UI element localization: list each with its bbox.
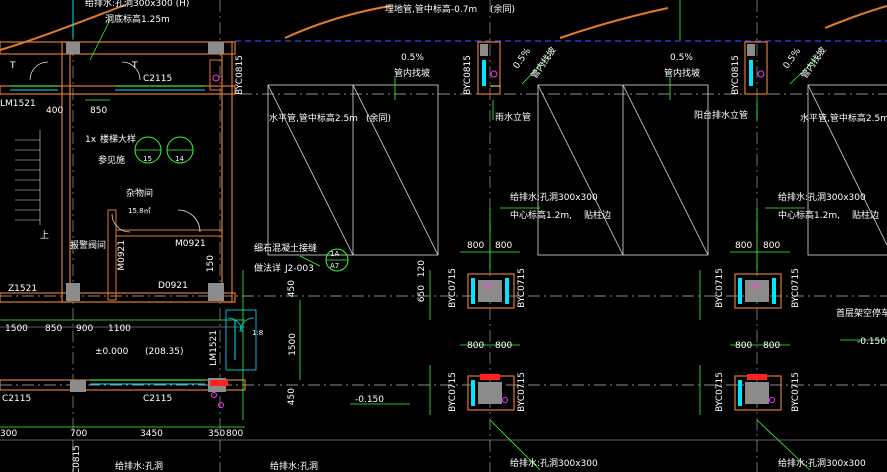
dim-800-a: 800 (467, 241, 485, 251)
dim-400: 400 (46, 106, 64, 116)
label-hole-2-center: 中心标高1.2m, (778, 211, 840, 221)
dim-450-b: 450 (287, 388, 297, 406)
label-top-mid-pipe: 埋地管,管中标高-0.7m (385, 5, 478, 15)
label-rain-riser: 雨水立管 (495, 113, 532, 123)
dim-1500-vertical: 1500 (288, 333, 298, 356)
label-balcony-riser: 阳台排水立管 (694, 111, 749, 121)
label-bottom-pipe-1: 给排水:孔洞300x300 (510, 459, 598, 469)
dim-1500: 1500 (5, 324, 28, 334)
label-up: 上 (40, 231, 50, 241)
label-practice-ref: J2-003 (285, 264, 314, 274)
label-horiz-pipe-1-same: (余同) (366, 114, 392, 124)
label-ref-15: 15 (143, 155, 152, 163)
dim-850-b: 850 (45, 324, 63, 334)
dim-650: 650 (417, 285, 427, 303)
dim-800-h: 800 (763, 341, 781, 351)
label-byc0815-3: BYC0815 (731, 55, 741, 95)
dim-800-g: 800 (735, 341, 753, 351)
label-byc0715-7: BYC0715 (715, 372, 725, 412)
label-dim-1x: 1x (85, 135, 97, 145)
label-lm1521-vertical: LM1521 (209, 330, 219, 366)
label-hole-2: 给排水:孔洞300x300 (778, 193, 866, 203)
label-stairs: 楼梯大样 (100, 135, 137, 145)
dim-800: 800 (226, 429, 244, 439)
dim-800-b: 800 (495, 241, 513, 251)
pipe-curve (0, 4, 126, 51)
label-see-detail: 参见施 (98, 156, 126, 166)
label-top-mid-same: (余同) (490, 5, 516, 15)
label-slope-inside-3: 管内找坡 (664, 69, 701, 79)
label-m0921: M0921 (175, 239, 206, 249)
dim-1100: 1100 (108, 324, 131, 334)
label-z1521: Z1521 (8, 284, 38, 294)
label-t-mark-2: T (132, 61, 138, 71)
label-c2115-b: C2115 (2, 394, 32, 404)
label-storage-area: 15.8㎡ (128, 207, 151, 215)
label-byc0715-8: BYC0715 (791, 372, 801, 412)
label-m0921-vertical: M0921 (117, 240, 127, 271)
label-ref-14: 14 (175, 155, 184, 163)
dim-800-e: 800 (467, 341, 485, 351)
pipe-curve (559, 7, 669, 39)
label-horiz-pipe-1: 水平管,管中标高2.5m (269, 114, 358, 124)
label-c2115-a: C2115 (143, 74, 173, 84)
label-byc0815-2: BYC0815 (463, 55, 473, 95)
dim-900: 900 (76, 324, 94, 334)
dim-1x8: 1:8 (252, 329, 264, 337)
label-top-left-elev: 洞底标高1.25m (105, 15, 170, 25)
label-slope-3: 0.5% (670, 53, 693, 63)
label-bottom-left-1: 给排水:孔洞 (115, 462, 164, 472)
label-hole-2-attach: 贴柱边 (852, 211, 880, 221)
dim-450: 450 (287, 280, 297, 298)
label-slope-inside-1: 管内找坡 (394, 69, 431, 79)
label-elev-m150-b: -0.150 (857, 337, 887, 347)
dim-350: 350 (208, 429, 226, 439)
label-d0921: D0921 (158, 281, 188, 291)
label-fine-stone: 细石混凝土接缝 (254, 244, 318, 254)
label-byc0815-4: BYC0815 (72, 445, 82, 472)
dim-800-f: 800 (495, 341, 513, 351)
dim-300: 300 (0, 429, 18, 439)
label-slope-1: 0.5% (401, 53, 424, 63)
label-bottom-left-2: 给排水:孔洞 (270, 462, 319, 472)
dim-120: 120 (417, 260, 427, 278)
label-c2115-c: C2115 (143, 394, 173, 404)
label-first-floor: 首层架空停车 (836, 309, 887, 319)
label-pipe-well: 报警阀间 (70, 241, 107, 251)
dim-800-d: 800 (763, 241, 781, 251)
label-top-left-pipe: 给排水:孔洞300x300 (H) (85, 0, 190, 9)
label-hole-1-attach: 贴柱边 (584, 211, 612, 221)
label-bottom-pipe-2: 给排水:孔洞300x300 (778, 459, 866, 469)
label-byc0715-1: BYC0715 (448, 268, 458, 308)
dim-150: 150 (206, 255, 216, 273)
label-byc0715-6: BYC0715 (517, 372, 527, 412)
label-storage: 杂物间 (126, 189, 154, 199)
label-t-mark-1: T (10, 61, 16, 71)
label-ref-a7: A7 (330, 262, 340, 270)
label-byc0715-2: BYC0715 (517, 268, 527, 308)
label-hole-1: 给排水:孔洞300x300 (510, 193, 598, 203)
label-elev-pm: ±0.000 (95, 347, 129, 357)
dim-700: 700 (70, 429, 88, 439)
label-practice: 做法详 (254, 264, 282, 274)
label-horiz-pipe-2: 水平管,管中标高2.5m (800, 114, 887, 124)
label-byc0715-4: BYC0715 (791, 268, 801, 308)
pipe-curve (824, 5, 887, 29)
label-ref-1a: 1A (330, 250, 340, 258)
dim-3450: 3450 (140, 429, 163, 439)
label-lm1521: LM1521 (0, 99, 36, 109)
label-hole-1-center: 中心标高1.2m, (510, 211, 572, 221)
label-byc0715-5: BYC0715 (448, 372, 458, 412)
pipe-curve (284, 5, 391, 39)
label-byc0815-1: BYC0815 (235, 55, 245, 95)
label-elev-m150-a: -0.150 (355, 395, 385, 405)
label-elev-alt: (208.35) (145, 347, 184, 357)
dim-800-c: 800 (735, 241, 753, 251)
label-byc0715-3: BYC0715 (715, 268, 725, 308)
dim-850-a: 850 (90, 106, 108, 116)
